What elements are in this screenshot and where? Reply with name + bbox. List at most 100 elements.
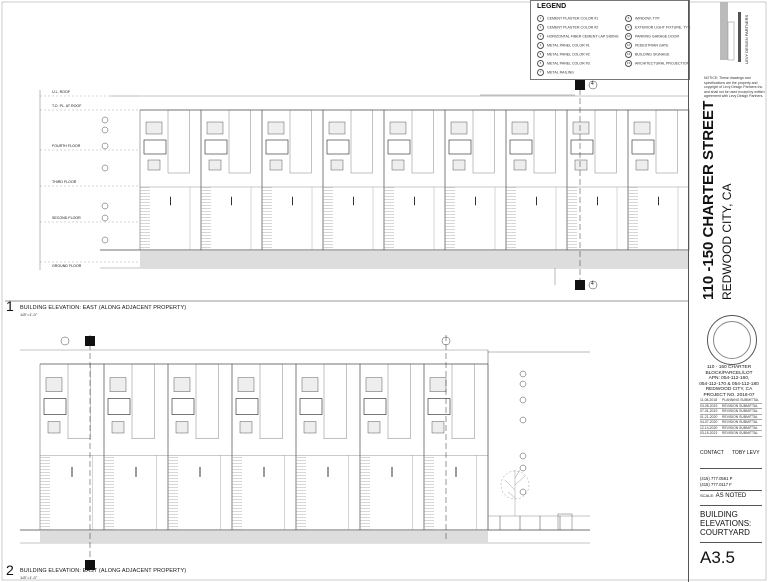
unit-projection bbox=[195, 363, 219, 439]
scale: SCALE: AS NOTED bbox=[700, 493, 746, 499]
revision-desc: REVISION SUBMITTAL bbox=[722, 420, 758, 424]
level-label: GROUND FLOOR bbox=[52, 264, 82, 268]
legend-item-label: ARCHITECTURAL PROJECTION bbox=[635, 61, 690, 66]
unit-projection bbox=[472, 109, 495, 174]
legend-item-number: 11 bbox=[625, 42, 632, 49]
lap-siding bbox=[140, 187, 150, 250]
legend-item-number: 9 bbox=[625, 24, 632, 31]
elevation-1 bbox=[39, 80, 690, 290]
unit-projection bbox=[387, 363, 411, 439]
balcony bbox=[204, 139, 228, 155]
level-label: U.L. ROOF bbox=[52, 90, 70, 94]
firm-logo: LEVY DESIGN PARTNERS bbox=[706, 2, 764, 70]
phone-block: (415) 777.0561 P (415) 777.0117 F bbox=[700, 476, 732, 487]
legend-item-number: 6 bbox=[537, 60, 544, 67]
lap-siding bbox=[168, 455, 178, 530]
project-line: 054-112-170 & 054-112-180 bbox=[699, 381, 759, 387]
window bbox=[111, 421, 125, 434]
window bbox=[365, 377, 383, 392]
legend-item-number: 8 bbox=[625, 15, 632, 22]
balcony bbox=[326, 139, 350, 155]
balcony bbox=[509, 139, 533, 155]
elevation-2 bbox=[20, 335, 590, 570]
legend-item-number: 5 bbox=[537, 51, 544, 58]
lap-siding bbox=[424, 455, 434, 530]
drawing-2-title: BUILDING ELEVATION: EAST (ALONG ADJACENT… bbox=[20, 568, 187, 574]
unit-projection bbox=[131, 363, 155, 439]
balcony bbox=[448, 139, 472, 155]
project-line: 110 - 150 CHARTER bbox=[706, 365, 752, 370]
sheet-title-line: BUILDING bbox=[700, 510, 738, 519]
window bbox=[301, 377, 319, 392]
legend-item-label: METAL RAILING bbox=[547, 70, 574, 75]
lap-siding bbox=[628, 187, 638, 250]
window bbox=[574, 159, 588, 171]
phone: (415) 777.0561 P bbox=[700, 476, 733, 481]
project-line: REDWOOD CITY, CA bbox=[705, 387, 753, 393]
contact-name: TOBY LEVY bbox=[731, 450, 760, 456]
balcony bbox=[299, 398, 323, 415]
lap-siding bbox=[232, 455, 242, 530]
window bbox=[391, 159, 405, 171]
level-label: T.O. PL. AT ROOF bbox=[52, 104, 82, 108]
revision-date: 07-31-2019 bbox=[700, 409, 718, 413]
window bbox=[328, 121, 346, 135]
unit-projection bbox=[411, 109, 434, 174]
window bbox=[109, 377, 127, 392]
lap-siding bbox=[323, 187, 333, 250]
balcony bbox=[265, 139, 289, 155]
legend-item-number: 13 bbox=[625, 60, 632, 67]
title-block bbox=[688, 0, 768, 582]
balcony bbox=[387, 139, 411, 155]
window bbox=[206, 121, 224, 135]
legend-item-label: EXTERIOR LIGHT FIXTURE, TYP. bbox=[635, 25, 691, 30]
legend-item-label: CEMENT PLASTER COLOR #2 bbox=[547, 25, 599, 30]
window bbox=[389, 121, 407, 135]
revision-desc: REVISION SUBMITTAL bbox=[722, 414, 758, 419]
revision-desc: PLANNING SUBMITTAL bbox=[722, 398, 760, 402]
window bbox=[511, 121, 529, 135]
revision-date: 04-07-2020 bbox=[700, 420, 718, 424]
unit-projection bbox=[167, 109, 190, 174]
unit-projection bbox=[655, 109, 678, 174]
legend-item-number: 10 bbox=[625, 33, 632, 40]
revision-desc: REVISION SUBMITTAL bbox=[722, 403, 758, 408]
drawing-2-scale: 1/8"=1'-0" bbox=[20, 575, 38, 580]
lap-siding bbox=[296, 455, 306, 530]
drawing-1-scale: 1/8"=1'-0" bbox=[20, 312, 38, 317]
lap-siding bbox=[567, 187, 577, 250]
sheet-title: BUILDING ELEVATIONS: COURTYARD bbox=[700, 510, 751, 537]
unit-projection bbox=[228, 109, 251, 174]
legend-item-number: 2 bbox=[537, 24, 544, 31]
project-line: BLOCK/PARCEL/LOT bbox=[705, 370, 753, 376]
level-label: FOURTH FLOOR bbox=[52, 144, 81, 148]
scale-label: SCALE: bbox=[700, 493, 715, 498]
balcony bbox=[570, 139, 594, 155]
revision-desc: REVISION SUBMITTAL bbox=[722, 409, 758, 413]
grid-tag: 4 bbox=[591, 81, 594, 87]
architect-stamp-inner bbox=[713, 321, 751, 359]
window bbox=[145, 121, 163, 135]
unit-projection bbox=[594, 109, 617, 174]
window bbox=[431, 421, 445, 434]
sheet-number: A3.5 bbox=[700, 548, 735, 567]
lap-siding bbox=[445, 187, 455, 250]
legend-item-label: PEDESTRIAN GATE bbox=[635, 43, 669, 48]
legend-item-number: 3 bbox=[537, 33, 544, 40]
balcony bbox=[363, 398, 387, 415]
legend-item-number: 7 bbox=[537, 69, 544, 76]
project-line: APN: 054-112-160, bbox=[708, 376, 750, 382]
legend-item-number: 12 bbox=[625, 51, 632, 58]
